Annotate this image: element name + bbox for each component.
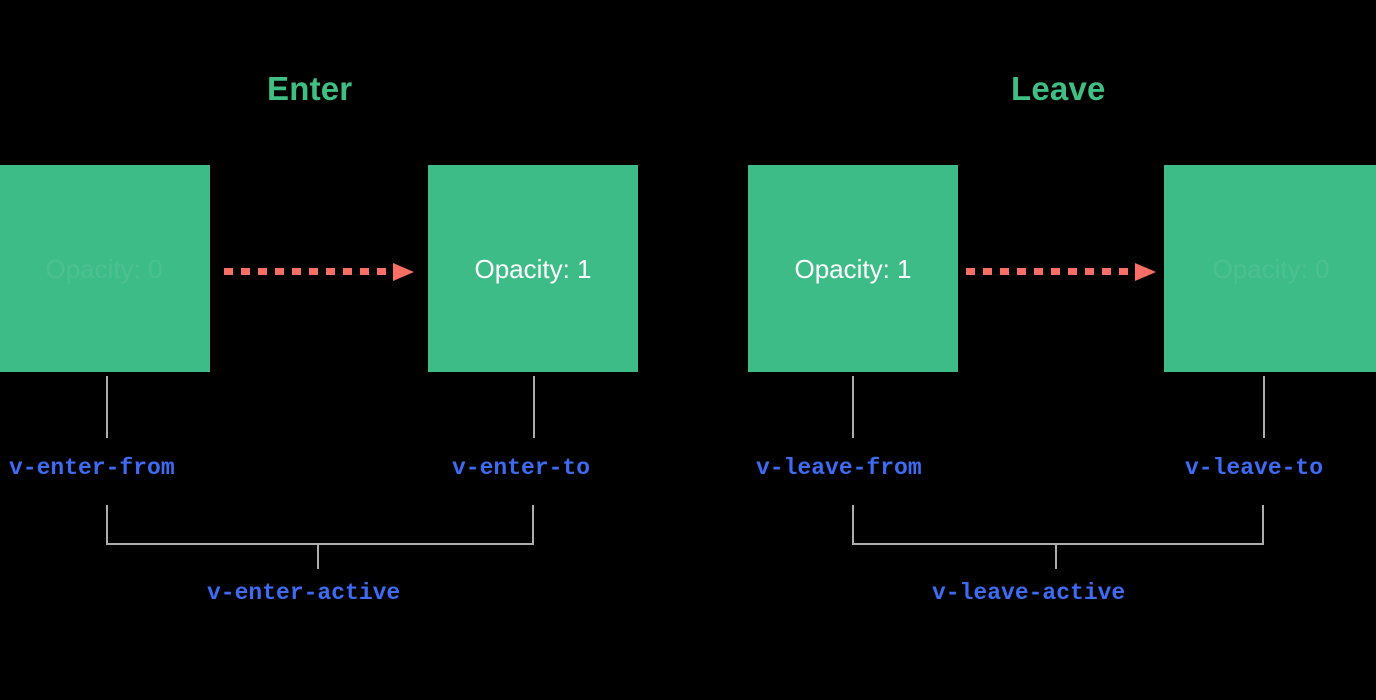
enter-from-state-box: Opacity: 0 (0, 165, 210, 372)
leave-to-connector-line (1263, 376, 1265, 438)
leave-bracket-bottom-edge (852, 543, 1264, 545)
leave-bracket-left-edge (852, 505, 854, 543)
enter-to-opacity-text: Opacity: 1 (474, 253, 592, 284)
class-label-v-enter-from: v-enter-from (9, 455, 175, 481)
leave-to-opacity-text: Opacity: 0 (1212, 253, 1330, 284)
leave-bracket-right-edge (1262, 505, 1264, 543)
class-label-v-leave-to: v-leave-to (1185, 455, 1324, 481)
leave-from-state-box: Opacity: 1 (748, 165, 958, 372)
enter-bracket-right-edge (532, 505, 534, 543)
enter-from-opacity-text: Opacity: 0 (45, 253, 163, 284)
enter-bracket-bottom-edge (106, 543, 534, 545)
enter-bracket-left-edge (106, 505, 108, 543)
enter-arrow-head-icon (393, 263, 414, 281)
enter-from-connector-line (106, 376, 108, 438)
leave-to-state-box: Opacity: 0 (1164, 165, 1376, 372)
class-label-v-enter-to: v-enter-to (452, 455, 591, 481)
class-label-v-leave-active: v-leave-active (932, 580, 1126, 606)
section-title-leave: Leave (1011, 70, 1106, 107)
section-title-enter: Enter (267, 70, 353, 107)
enter-transition-arrow-icon (224, 263, 414, 281)
leave-transition-arrow-icon (966, 263, 1156, 281)
enter-arrow-dashes (224, 268, 388, 275)
class-label-v-leave-from: v-leave-from (756, 455, 922, 481)
leave-arrow-dashes (966, 268, 1130, 275)
leave-arrow-head-icon (1135, 263, 1156, 281)
enter-active-bracket (106, 505, 534, 569)
enter-to-connector-line (533, 376, 535, 438)
leave-active-bracket (852, 505, 1264, 569)
leave-from-opacity-text: Opacity: 1 (794, 253, 912, 284)
enter-to-state-box: Opacity: 1 (428, 165, 638, 372)
leave-bracket-stem (1055, 543, 1057, 569)
class-label-v-enter-active: v-enter-active (207, 580, 401, 606)
leave-from-connector-line (852, 376, 854, 438)
enter-bracket-stem (317, 543, 319, 569)
